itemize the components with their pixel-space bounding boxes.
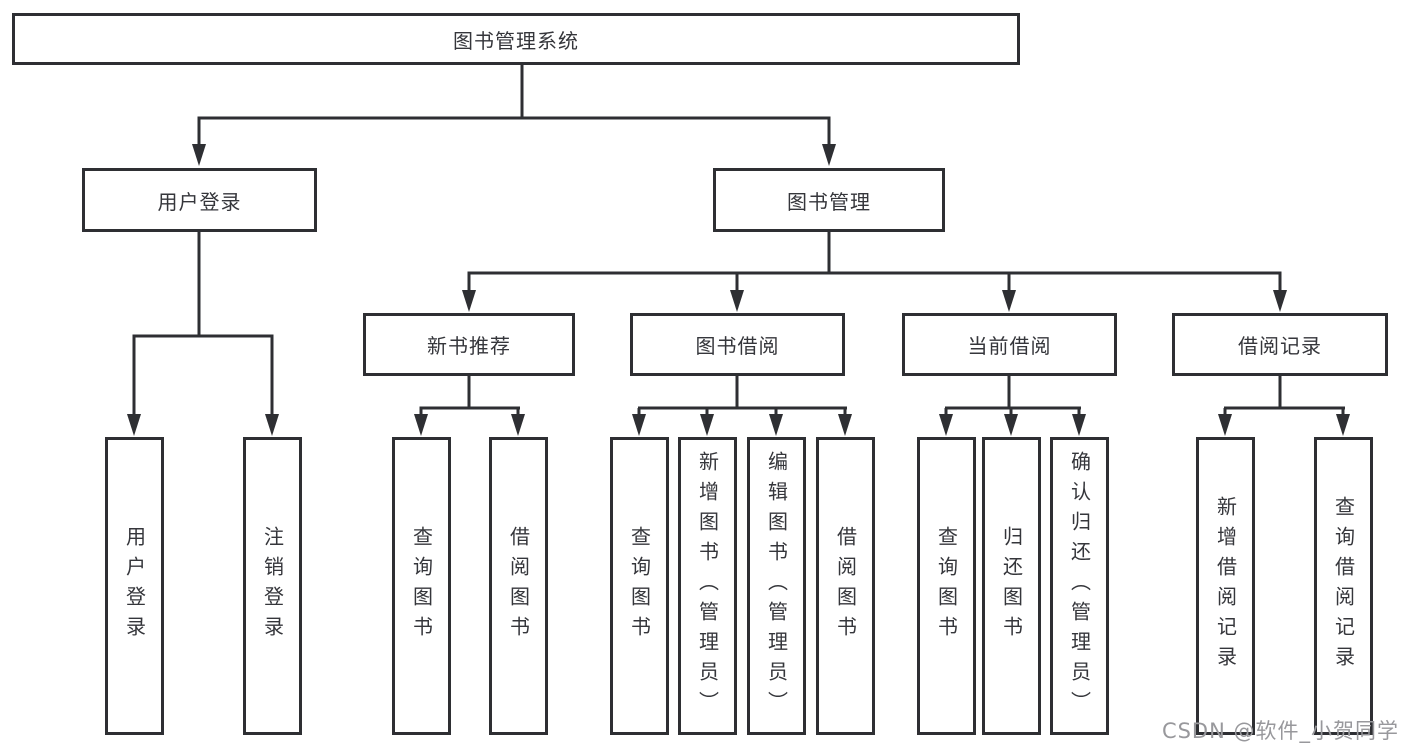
leaf-label: 确认归还（管理员） [1067, 451, 1092, 721]
node-label: 图书管理 [787, 189, 871, 214]
node-current-borrow: 当前借阅 [902, 313, 1117, 376]
csdn-watermark: CSDN @软件_小贺同学 [1161, 719, 1399, 743]
leaf-label: 查询图书 [934, 526, 959, 646]
leaf-edit-books-admin: 编辑图书（管理员） [747, 437, 806, 735]
leaf-user-login: 用户登录 [105, 437, 164, 735]
node-book-management: 图书管理 [713, 168, 945, 232]
leaf-label: 借阅图书 [833, 526, 858, 646]
leaf-label: 新增借阅记录 [1213, 496, 1238, 676]
node-label: 图书借阅 [695, 334, 780, 358]
node-library-system: 图书管理系统 [12, 13, 1020, 65]
leaf-confirm-return-admin: 确认归还（管理员） [1050, 437, 1109, 735]
node-label: 借阅记录 [1238, 334, 1322, 358]
leaf-label: 归还图书 [999, 526, 1024, 646]
leaf-borrow-books: 借阅图书 [489, 437, 548, 735]
node-label: 当前借阅 [967, 334, 1052, 358]
leaf-query-borrow-record: 查询借阅记录 [1314, 437, 1373, 735]
node-label: 图书管理系统 [453, 28, 579, 53]
leaf-return-books: 归还图书 [982, 437, 1041, 735]
leaf-label: 编辑图书（管理员） [764, 451, 789, 721]
leaf-label: 新增图书（管理员） [695, 451, 720, 721]
node-book-borrow: 图书借阅 [630, 313, 845, 376]
leaf-add-borrow-record: 新增借阅记录 [1196, 437, 1255, 735]
leaf-label: 查询图书 [409, 526, 434, 646]
node-borrow-records: 借阅记录 [1172, 313, 1388, 376]
leaf-query-books-3: 查询图书 [917, 437, 976, 735]
node-user-login: 用户登录 [82, 168, 317, 232]
node-label: 新书推荐 [427, 334, 511, 358]
leaf-label: 查询图书 [627, 526, 652, 646]
leaf-add-books-admin: 新增图书（管理员） [678, 437, 737, 735]
leaf-borrow-books-2: 借阅图书 [816, 437, 875, 735]
node-new-book-recommend: 新书推荐 [363, 313, 575, 376]
leaf-query-books-2: 查询图书 [610, 437, 669, 735]
node-label: 用户登录 [157, 189, 242, 214]
leaf-logout: 注销登录 [243, 437, 302, 735]
leaf-query-books: 查询图书 [392, 437, 451, 735]
leaf-label: 注销登录 [260, 526, 285, 646]
leaf-label: 借阅图书 [506, 526, 531, 646]
leaf-label: 查询借阅记录 [1331, 496, 1356, 676]
leaf-label: 用户登录 [122, 526, 147, 646]
